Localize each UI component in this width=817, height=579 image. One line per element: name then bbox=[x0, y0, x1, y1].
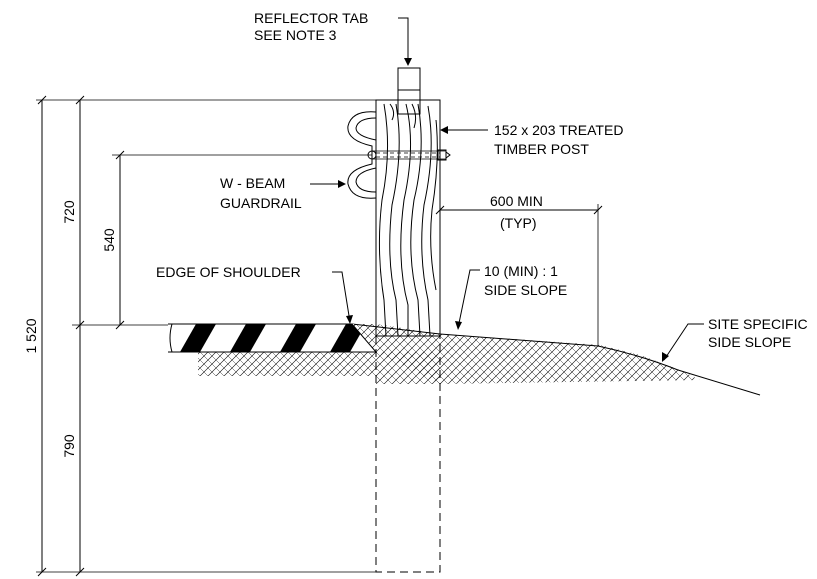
ground-surface-line bbox=[351, 323, 761, 396]
side-slope-ratio-label: 10 (MIN) : 1 bbox=[484, 263, 558, 279]
guardrail-label-2: GUARDRAIL bbox=[220, 195, 302, 211]
site-specific-label: SITE SPECIFIC bbox=[708, 316, 808, 332]
reflector-tab-note: SEE NOTE 3 bbox=[254, 27, 337, 43]
dimension-bolt-height: 540 bbox=[101, 228, 117, 252]
offset-dimension-label: 600 MIN bbox=[490, 193, 543, 209]
dimension-embedment: 790 bbox=[61, 434, 77, 458]
reflector-tab bbox=[397, 67, 421, 115]
reflector-tab-label: REFLECTOR TAB bbox=[254, 10, 368, 26]
edge-of-shoulder-label: EDGE OF SHOULDER bbox=[156, 264, 301, 280]
dimension-total: 1 520 bbox=[23, 318, 39, 353]
paved-shoulder bbox=[168, 323, 378, 353]
side-slope-label: SIDE SLOPE bbox=[484, 282, 567, 298]
post-label: 152 x 203 TREATED bbox=[494, 122, 623, 138]
leader-lines bbox=[310, 17, 704, 362]
offset-dimension-note: (TYP) bbox=[500, 215, 537, 231]
post-label-2: TIMBER POST bbox=[494, 141, 589, 157]
guardrail-label: W - BEAM bbox=[220, 175, 285, 191]
dimension-upper: 720 bbox=[61, 200, 77, 224]
timber-post bbox=[375, 99, 441, 573]
dimension-lines bbox=[36, 95, 603, 577]
ground-hatch bbox=[198, 324, 700, 384]
site-specific-slope-label: SIDE SLOPE bbox=[708, 334, 791, 350]
